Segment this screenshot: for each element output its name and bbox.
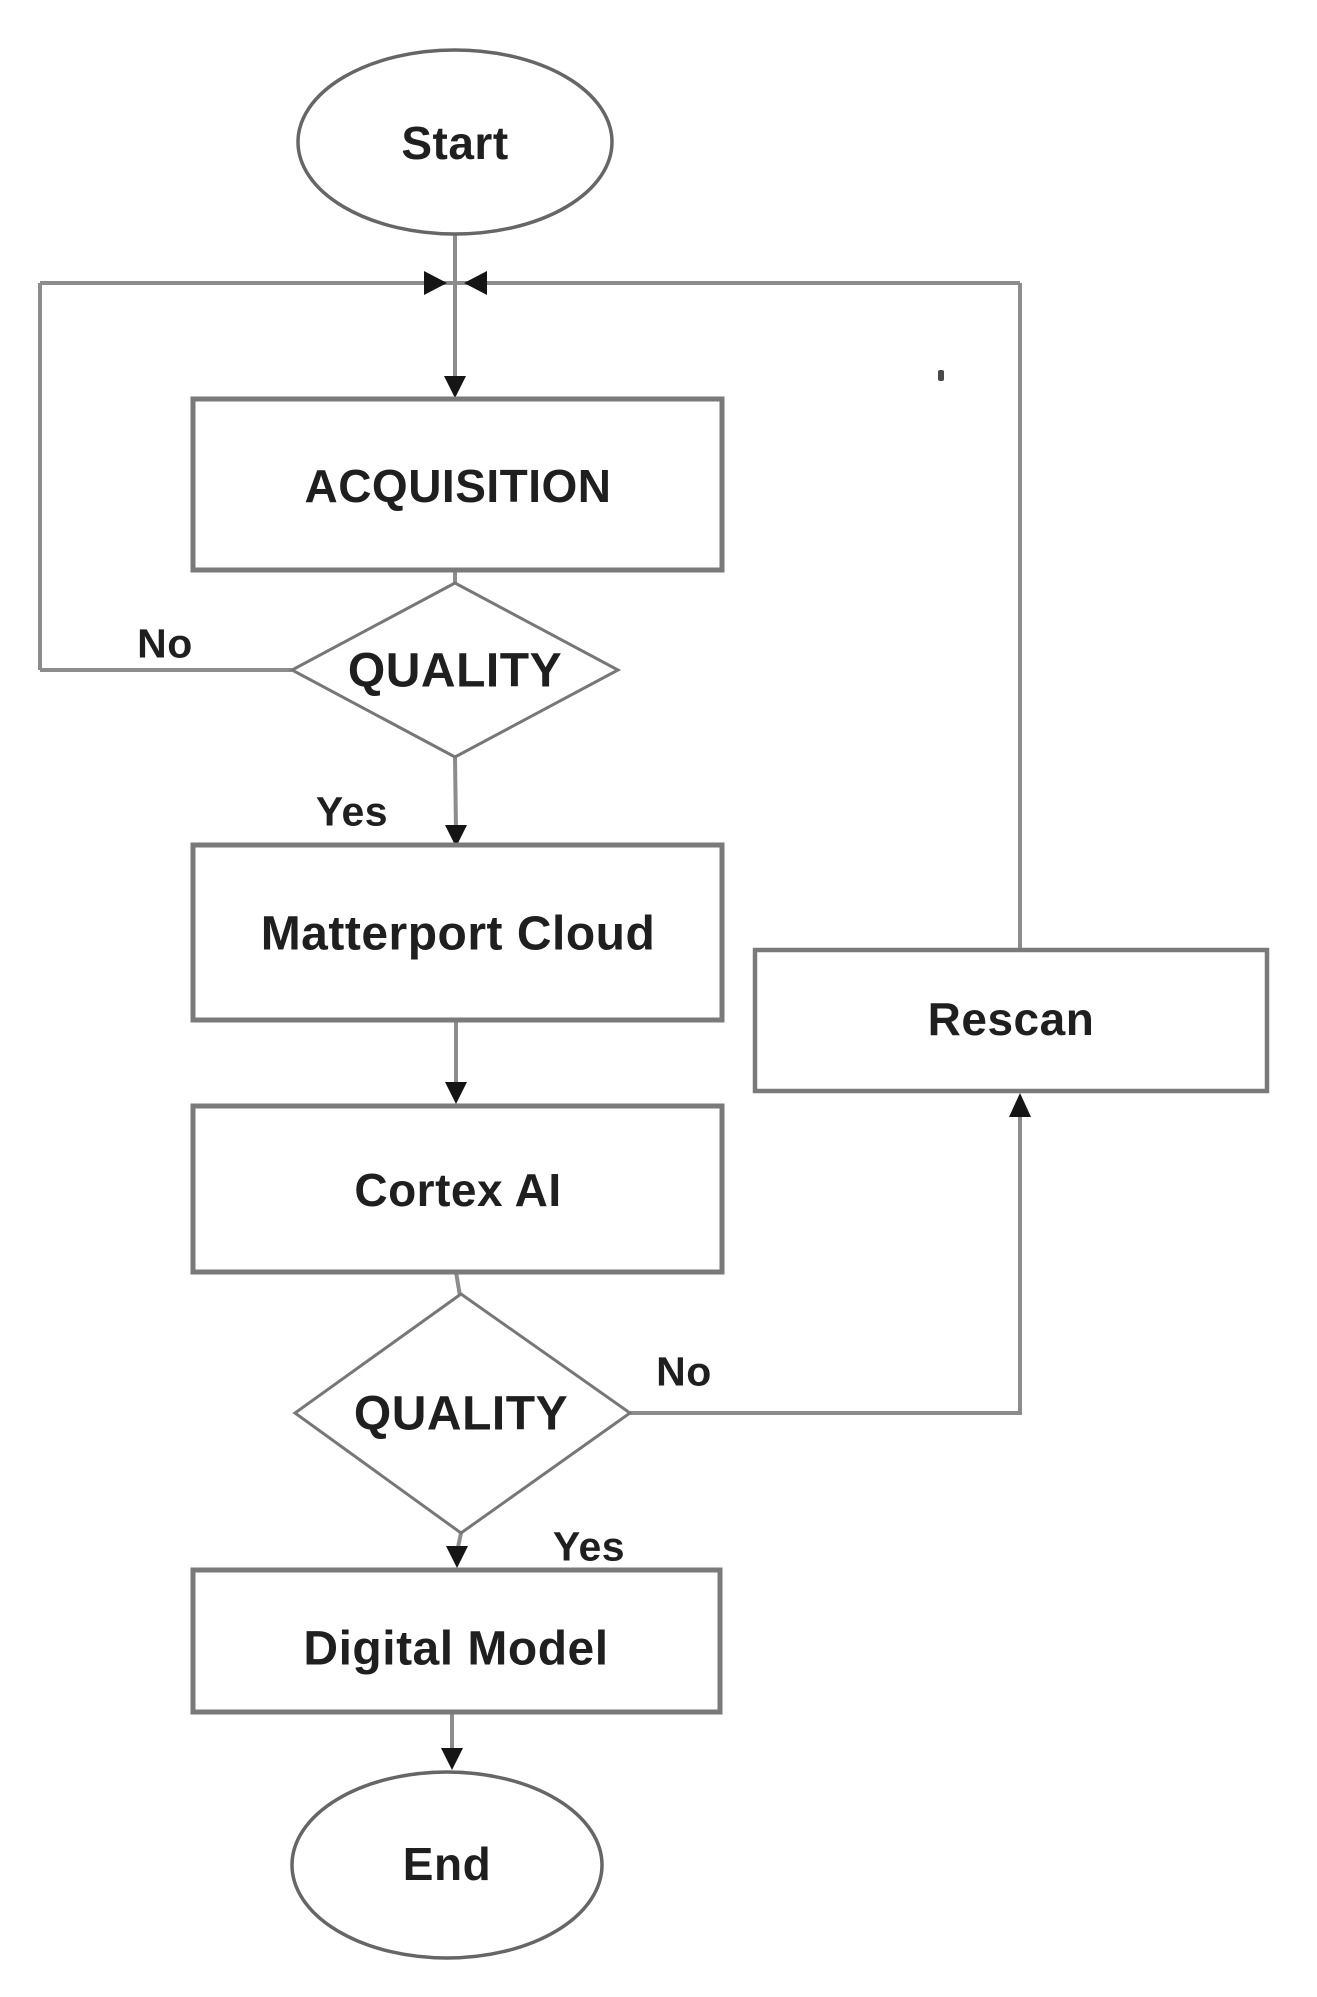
digital-model-process-shape (190, 1567, 723, 1715)
cortex-process-shape (190, 1103, 725, 1275)
rescan-label: Rescan (927, 993, 1095, 1045)
acquisition-label: ACQUISITION (304, 460, 612, 512)
quality1-no-label: No (137, 620, 193, 667)
matterport-process-shape (190, 842, 725, 1023)
arrow-junction-from-left (424, 271, 447, 295)
quality1-label: QUALITY (347, 644, 563, 698)
start-terminator-shape (296, 48, 614, 236)
stray-scan-mark (938, 370, 944, 381)
arrow-into-end (441, 1748, 463, 1770)
edge-quality1-matterport (453, 756, 458, 831)
arrow-into-acquisition (444, 376, 466, 398)
arrow-into-cortex (445, 1082, 467, 1104)
quality2-no-label: No (656, 1348, 712, 1395)
arrow-into-rescan (1009, 1093, 1031, 1117)
matterport-label: Matterport Cloud (260, 907, 656, 961)
arrow-into-digital-model (446, 1546, 468, 1568)
arrowheads (424, 271, 1031, 1770)
digital-model-label: Digital Model (303, 1622, 609, 1676)
acquisition-process-shape (190, 396, 725, 573)
arrow-into-matterport (445, 825, 467, 847)
quality2-label: QUALITY (353, 1387, 569, 1441)
start-label: Start (401, 117, 509, 169)
end-label: End (402, 1838, 492, 1890)
end-terminator-shape (290, 1770, 604, 1960)
edge-cortex-quality2 (454, 1271, 462, 1297)
quality1-decision-shape (288, 581, 622, 759)
quality2-decision-shape (292, 1292, 633, 1535)
arrow-junction-from-right (464, 271, 487, 295)
quality1-yes-label: Yes (315, 788, 389, 835)
cortex-label: Cortex AI (354, 1164, 562, 1216)
rescan-process-shape (752, 947, 1270, 1094)
quality2-yes-label: Yes (552, 1523, 626, 1570)
edge-quality2-no-rescan (630, 1116, 1022, 1415)
